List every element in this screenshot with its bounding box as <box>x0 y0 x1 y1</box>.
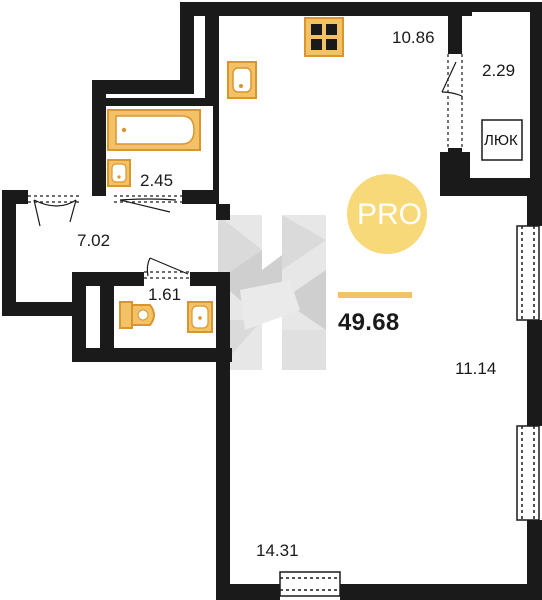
windows <box>279 225 540 597</box>
sink-icon <box>227 61 257 99</box>
storage-area-label: 2.29 <box>482 61 516 80</box>
bathtub-icon <box>107 109 201 151</box>
bathroom-area-label: 2.45 <box>140 171 174 190</box>
total-area-value: 49.68 <box>338 309 400 336</box>
toilet-area-label: 1.61 <box>148 285 182 304</box>
pro-badge <box>347 174 427 254</box>
pro-badge-label: PRO <box>357 198 423 231</box>
hall-area-label: 7.02 <box>77 231 111 250</box>
hatch-label: ЛЮК <box>484 132 518 149</box>
doors <box>28 54 463 279</box>
sink-icon <box>107 159 131 187</box>
living-area-label: 11.14 <box>455 359 497 378</box>
kitchen-area-label: 10.86 <box>392 28 435 47</box>
total-area-accent-bar <box>338 292 412 298</box>
main-area-label: 14.31 <box>256 541 299 560</box>
logo-watermark <box>218 215 326 370</box>
toilet-icon <box>119 301 155 329</box>
hatch-box <box>481 119 523 161</box>
sink-icon <box>187 301 213 333</box>
stove-icon <box>304 17 344 57</box>
